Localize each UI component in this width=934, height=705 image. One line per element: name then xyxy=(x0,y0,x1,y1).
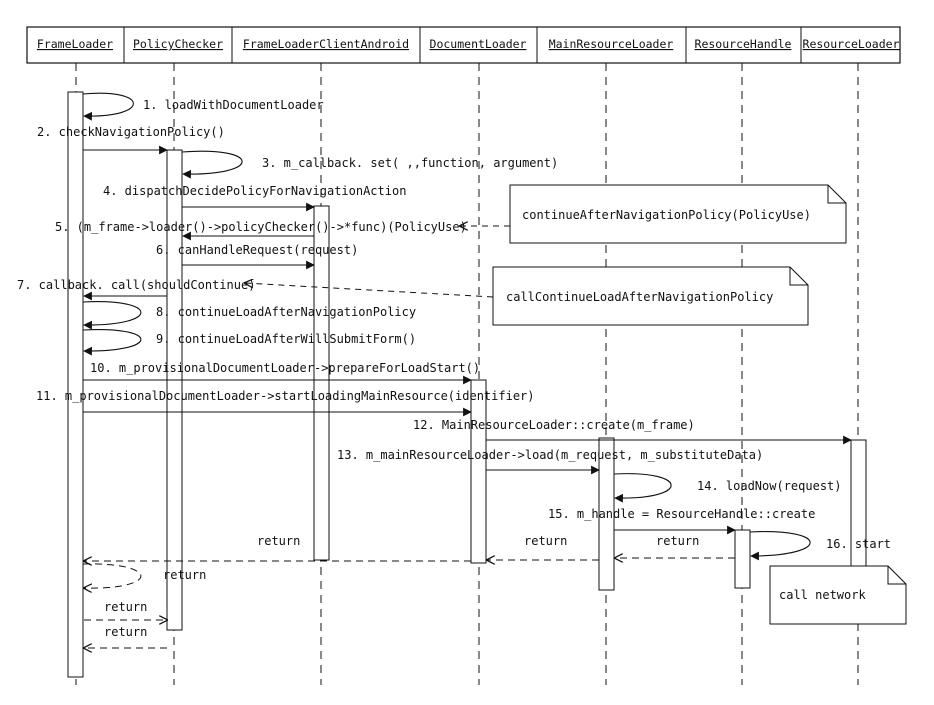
activation-policychecker xyxy=(166,149,183,631)
message-15-label: 15. m_handle = ResourceHandle::create xyxy=(548,507,815,521)
activation-bars xyxy=(67,91,867,678)
message-1-arrow xyxy=(82,92,134,121)
message-2-label: 2. checkNavigationPolicy() xyxy=(37,125,225,139)
participant-mainresourceloader: MainResourceLoader xyxy=(549,37,674,51)
message-3-label: 3. m_callback. set( ,,function, argument… xyxy=(262,156,558,170)
message-8-label: 8. continueLoadAfterNavigationPolicy xyxy=(156,305,416,319)
message-14-label: 14. loadNow(request) xyxy=(697,479,842,493)
activation-frameloaderclientandroid xyxy=(313,205,330,561)
activation-resourcehandle xyxy=(734,529,751,589)
message-11-label: 11. m_provisionalDocumentLoader->startLo… xyxy=(36,389,535,403)
message-9-arrow xyxy=(82,329,142,356)
return-label-fl-pc: return xyxy=(104,600,147,614)
participant-header-row: FrameLoader PolicyChecker FrameLoaderCli… xyxy=(26,26,901,64)
message-16-label: 16. start xyxy=(826,537,891,551)
return-label-mrl-dl: return xyxy=(524,534,567,548)
participant-documentloader: DocumentLoader xyxy=(430,37,527,51)
message-6-label: 6. canHandleRequest(request) xyxy=(156,243,358,257)
message-14-arrow xyxy=(613,473,672,503)
note-connectors xyxy=(245,226,510,298)
note-callcontinueloadafternavigationpolicy: callContinueLoadAfterNavigationPolicy xyxy=(492,266,809,326)
return-fl-self-arrow xyxy=(83,563,142,588)
participant-frameloaderclientandroid: FrameLoaderClientAndroid xyxy=(243,37,409,51)
participant-resourceloader: ResourceLoader xyxy=(803,37,900,51)
participant-resourcehandle: ResourceHandle xyxy=(695,37,792,51)
activation-mainresourceloader xyxy=(598,437,615,591)
note-text-1: continueAfterNavigationPolicy(PolicyUse) xyxy=(522,208,811,222)
return-label-dl-fl: return xyxy=(257,534,300,548)
message-12-label: 12. MainResourceLoader::create(m_frame) xyxy=(413,418,695,432)
message-3-arrow xyxy=(181,150,243,179)
activation-frameloader xyxy=(67,91,84,678)
message-5-label: 5. (m_frame->loader()->policyChecker()->… xyxy=(55,220,467,234)
message-13-label: 13. m_mainResourceLoader->load(m_request… xyxy=(337,448,763,462)
participant-policychecker: PolicyChecker xyxy=(133,37,223,51)
note-call-network: call network xyxy=(769,565,907,625)
activation-documentloader xyxy=(470,379,487,564)
message-8-arrow xyxy=(82,301,142,330)
message-7-label: 7. callback. call(shouldContinue) xyxy=(17,278,255,292)
return-label-rh-mrl: return xyxy=(656,534,699,548)
note-connector-2 xyxy=(245,283,494,298)
participant-frameloader: FrameLoader xyxy=(37,37,113,51)
messages xyxy=(82,92,852,561)
message-4-label: 4. dispatchDecidePolicyForNavigationActi… xyxy=(103,184,406,198)
message-labels: 1. loadWithDocumentLoader 2. checkNaviga… xyxy=(17,98,891,639)
message-16-arrow xyxy=(749,531,811,561)
return-label-fl-self: return xyxy=(163,568,206,582)
note-text-2: callContinueLoadAfterNavigationPolicy xyxy=(506,290,773,304)
return-label-pc-fl: return xyxy=(104,625,147,639)
note-continueafternavigationpolicy: continueAfterNavigationPolicy(PolicyUse) xyxy=(509,184,847,244)
return-messages xyxy=(83,558,735,648)
message-9-label: 9. continueLoadAfterWillSubmitForm() xyxy=(156,332,416,346)
note-text-3: call network xyxy=(779,588,866,602)
message-10-label: 10. m_provisionalDocumentLoader->prepare… xyxy=(90,361,480,375)
message-1-label: 1. loadWithDocumentLoader xyxy=(143,98,324,112)
